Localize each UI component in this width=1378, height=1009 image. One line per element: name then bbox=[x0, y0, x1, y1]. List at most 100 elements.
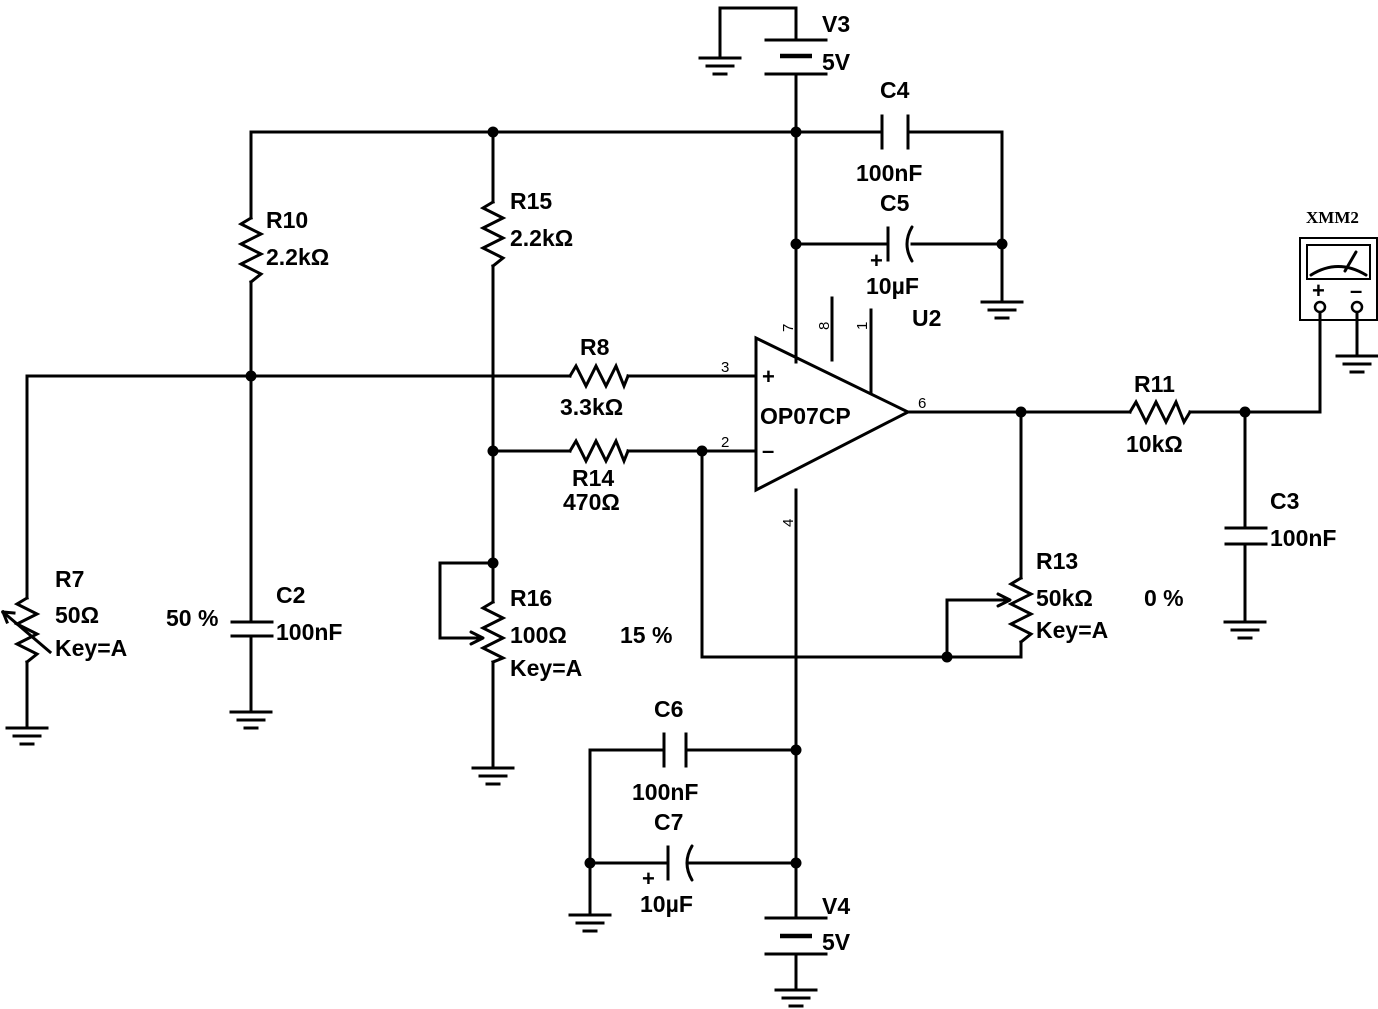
u2-pin-1: 1 bbox=[854, 322, 871, 330]
ground-icon bbox=[774, 988, 818, 1008]
r15-resistor[interactable]: R15 2.2kΩ bbox=[479, 188, 573, 269]
r10-name: R10 bbox=[266, 207, 308, 233]
r15-value: 2.2kΩ bbox=[510, 225, 573, 251]
r7-setting: 50 % bbox=[166, 605, 218, 631]
junction-dot bbox=[487, 126, 499, 138]
c3-value: 100nF bbox=[1270, 525, 1336, 551]
junction-dot bbox=[790, 857, 802, 869]
c6-name: C6 bbox=[654, 696, 683, 722]
ground-icon bbox=[229, 710, 273, 730]
r13-name: R13 bbox=[1036, 548, 1078, 574]
c3-capacitor[interactable]: C3 100nF bbox=[1224, 488, 1336, 551]
c4-value: 100nF bbox=[856, 160, 922, 186]
r14-name: R14 bbox=[572, 465, 614, 491]
r8-name: R8 bbox=[580, 334, 610, 360]
r10-resistor[interactable]: R10 2.2kΩ bbox=[237, 207, 329, 285]
junction-dot bbox=[1239, 406, 1251, 418]
r16-value: 100Ω bbox=[510, 622, 567, 648]
u2-part: OP07CP bbox=[760, 403, 851, 429]
c5-polarity: + bbox=[870, 248, 883, 273]
c2-capacitor[interactable]: C2 100nF bbox=[230, 582, 342, 645]
c7-value: 10µF bbox=[640, 891, 693, 917]
r16-key: Key=A bbox=[510, 655, 582, 681]
c7-capacitor[interactable]: + C7 10µF bbox=[640, 809, 694, 917]
ground-symbols bbox=[5, 56, 1378, 1008]
ground-icon bbox=[5, 726, 49, 746]
r16-name: R16 bbox=[510, 585, 552, 611]
c4-capacitor[interactable]: C4 100nF bbox=[856, 77, 922, 186]
c3-name: C3 bbox=[1270, 488, 1299, 514]
ground-icon bbox=[568, 913, 612, 933]
r11-value: 10kΩ bbox=[1126, 431, 1183, 457]
junction-dot bbox=[696, 445, 708, 457]
c7-polarity: + bbox=[642, 866, 655, 891]
r7-potentiometer[interactable]: R7 50Ω Key=A 50 % bbox=[0, 566, 218, 665]
u2-minus-sign: – bbox=[762, 438, 774, 463]
ground-icon bbox=[1223, 620, 1267, 640]
junction-dot bbox=[487, 557, 499, 569]
xmm2-plus-sign: + bbox=[1312, 278, 1325, 303]
r16-setting: 15 % bbox=[620, 622, 672, 648]
c6-value: 100nF bbox=[632, 779, 698, 805]
xmm2-minus-sign: – bbox=[1350, 278, 1362, 303]
c5-value: 10µF bbox=[866, 273, 919, 299]
c2-name: C2 bbox=[276, 582, 305, 608]
v4-name: V4 bbox=[822, 893, 850, 919]
junction-dot bbox=[996, 238, 1008, 250]
junction-dot bbox=[584, 857, 596, 869]
r13-potentiometer[interactable]: R13 50kΩ Key=A 0 % bbox=[996, 548, 1184, 645]
ground-icon bbox=[980, 300, 1024, 320]
meter-body bbox=[1299, 237, 1378, 321]
junction-dot bbox=[245, 370, 257, 382]
junction-dot bbox=[1015, 406, 1027, 418]
u2-plus-sign: + bbox=[762, 364, 775, 389]
r7-key: Key=A bbox=[55, 635, 127, 661]
u2-pin-3: 3 bbox=[721, 359, 729, 376]
u2-pin-2: 2 bbox=[721, 434, 729, 451]
v3-name: V3 bbox=[822, 11, 850, 37]
r11-name: R11 bbox=[1134, 371, 1175, 397]
u2-pin-6: 6 bbox=[918, 395, 926, 412]
r14-value: 470Ω bbox=[563, 489, 620, 515]
c7-name: C7 bbox=[654, 809, 683, 835]
r13-value: 50kΩ bbox=[1036, 585, 1093, 611]
v3-battery[interactable]: V3 5V bbox=[764, 11, 851, 76]
junction-dot bbox=[790, 744, 802, 756]
junction-dot bbox=[790, 126, 802, 138]
r11-resistor[interactable]: R11 10kΩ bbox=[1126, 371, 1193, 457]
r7-name: R7 bbox=[55, 566, 84, 592]
u2-name: U2 bbox=[912, 305, 941, 331]
ground-icon bbox=[698, 56, 742, 76]
junction-dot bbox=[790, 238, 802, 250]
junction-dot bbox=[487, 445, 499, 457]
r13-setting: 0 % bbox=[1144, 585, 1184, 611]
meter-display bbox=[1306, 244, 1371, 280]
v4-battery[interactable]: V4 5V bbox=[764, 893, 851, 956]
r7-value: 50Ω bbox=[55, 602, 99, 628]
ground-icon bbox=[471, 766, 515, 786]
c2-value: 100nF bbox=[276, 619, 342, 645]
r15-name: R15 bbox=[510, 188, 552, 214]
meter-plus-terminal[interactable] bbox=[1313, 300, 1327, 314]
r10-value: 2.2kΩ bbox=[266, 244, 329, 270]
c6-capacitor[interactable]: C6 100nF bbox=[632, 696, 698, 805]
r14-resistor[interactable]: R14 470Ω bbox=[563, 437, 630, 515]
u2-pin-7: 7 bbox=[780, 324, 797, 332]
r13-key: Key=A bbox=[1036, 617, 1108, 643]
junction-dots bbox=[245, 126, 1251, 869]
ground-icon bbox=[1335, 354, 1378, 374]
c4-name: C4 bbox=[880, 77, 910, 103]
c5-capacitor[interactable]: + C5 10µF bbox=[866, 190, 919, 299]
junction-dot bbox=[941, 651, 953, 663]
r8-resistor[interactable]: R8 3.3kΩ bbox=[560, 334, 630, 420]
wires bbox=[25, 6, 1359, 992]
xmm2-multimeter[interactable]: XMM2 + – bbox=[1299, 208, 1378, 321]
v3-value: 5V bbox=[822, 49, 851, 75]
r16-potentiometer[interactable]: R16 100Ω Key=A 15 % bbox=[469, 585, 672, 681]
meter-minus-terminal[interactable] bbox=[1350, 300, 1364, 314]
xmm2-name: XMM2 bbox=[1306, 208, 1359, 227]
v4-value: 5V bbox=[822, 929, 851, 955]
u2-opamp[interactable]: OP07CP U2 + – 3 2 6 7 8 1 4 bbox=[721, 305, 941, 527]
c5-name: C5 bbox=[880, 190, 910, 216]
